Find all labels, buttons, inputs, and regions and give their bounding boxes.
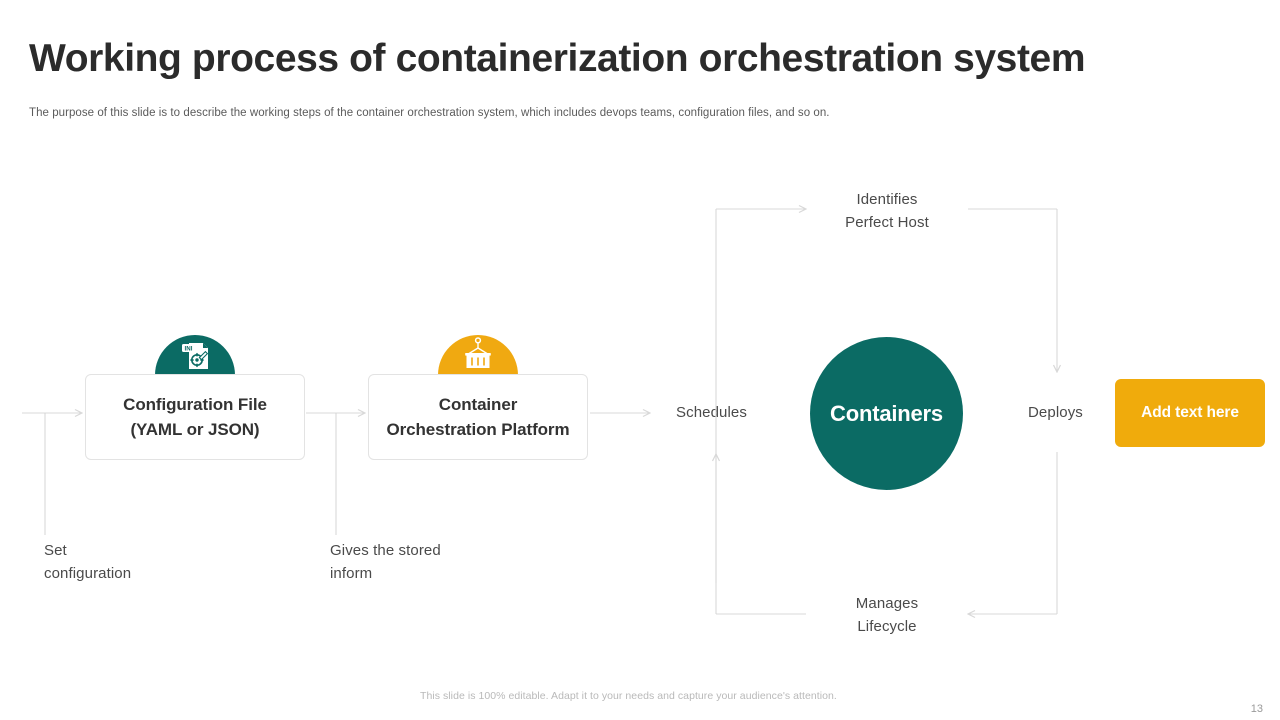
containers-circle-label: Containers <box>830 400 943 426</box>
process-box-container-orchestration-platform-label: Container Orchestration Platform <box>386 395 570 439</box>
containers-circle[interactable]: Containers <box>810 337 963 490</box>
config-file-icon: INI <box>182 343 209 369</box>
page-number: 13 <box>1250 703 1263 715</box>
process-box-configuration-file[interactable]: Configuration File (YAML or JSON) <box>85 374 305 460</box>
label-schedules: Schedules <box>676 404 747 421</box>
label-set-configuration: Set configuration <box>44 542 132 582</box>
add-text-here-label: Add text here <box>1141 404 1239 421</box>
label-gives-the-stored-inform: Gives the stored inform <box>330 542 441 582</box>
process-box-container-orchestration-platform[interactable]: Container Orchestration Platform <box>368 374 588 460</box>
page-title: Working process of containerization orch… <box>29 37 1086 80</box>
label-deploys: Deploys <box>1028 404 1083 421</box>
label-manages-lifecycle: Manages Lifecycle <box>855 595 919 635</box>
page-subtitle: The purpose of this slide is to describe… <box>29 107 830 119</box>
add-text-here-button[interactable]: Add text here <box>1115 379 1265 447</box>
config-file-icon-badge: INI <box>155 335 235 375</box>
shipping-container-crane-icon <box>465 337 491 368</box>
label-identifies-perfect-host: Identifies Perfect Host <box>845 191 929 231</box>
slide-footer-note: This slide is 100% editable. Adapt it to… <box>420 690 837 702</box>
svg-text:INI: INI <box>185 345 193 352</box>
process-box-configuration-file-label: Configuration File (YAML or JSON) <box>123 395 267 439</box>
shipping-container-crane-icon-badge <box>438 335 518 375</box>
